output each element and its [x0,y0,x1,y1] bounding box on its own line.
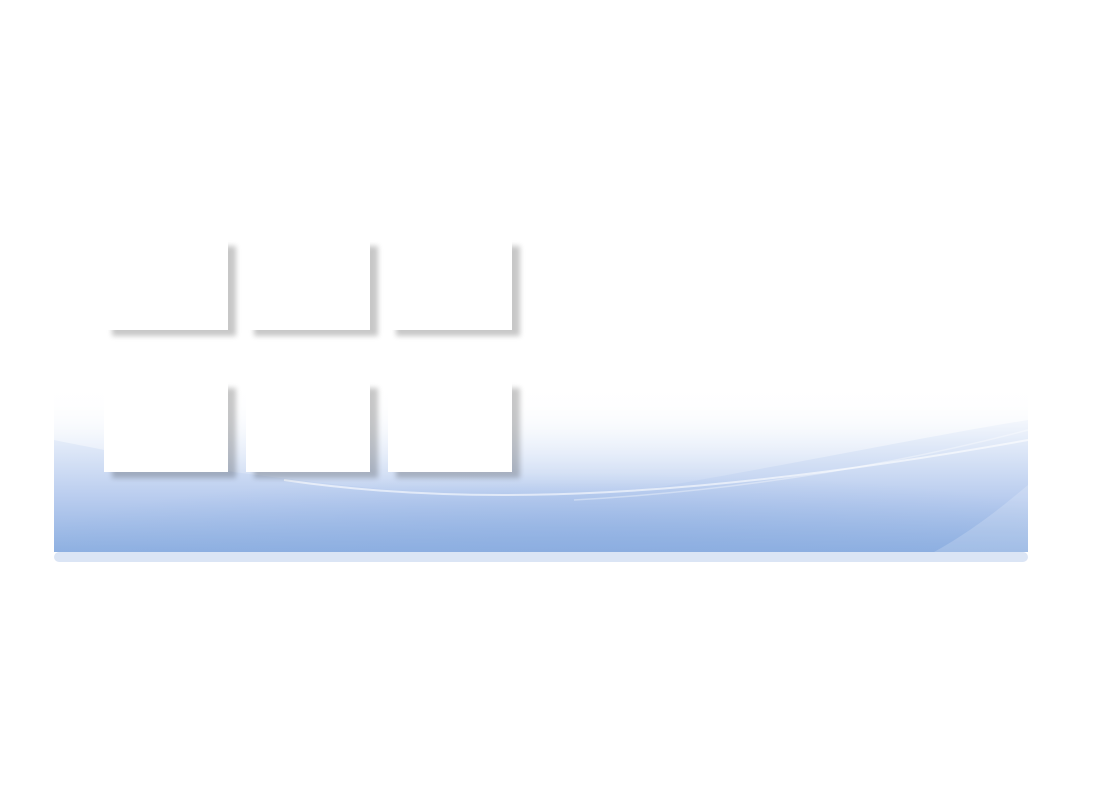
tile-r1-c3 [388,240,512,330]
tile-r2-c2 [246,382,370,472]
wave-line-secondary [573,429,1028,501]
tile-r2-c1 [104,382,228,472]
wave-line [283,439,1028,497]
tile-r1-c2 [246,240,370,330]
tile-r1-c1 [104,240,228,330]
tile-r2-c3 [388,382,512,472]
wave-corner-sheen [934,485,1028,552]
banner-base-strip [54,552,1028,562]
